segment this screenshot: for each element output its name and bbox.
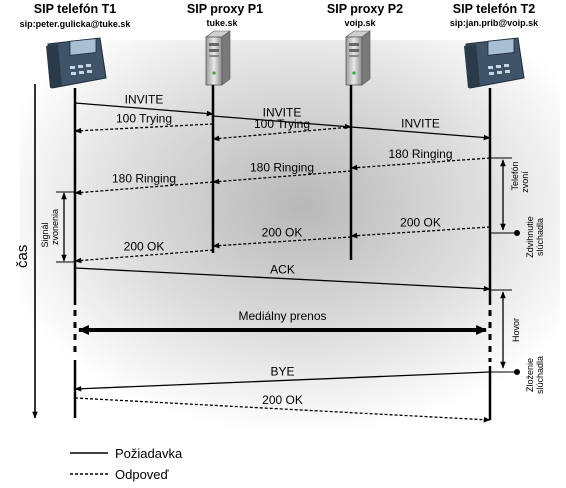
legend: Požiadavka Odpoveď xyxy=(70,446,183,482)
message-label: Mediálny prenos xyxy=(238,309,326,323)
call-label: Hovor xyxy=(511,318,521,342)
message-label: INVITE xyxy=(263,106,302,120)
phone-ringing-bracket xyxy=(490,157,520,236)
request-arrow xyxy=(74,267,491,292)
message-label: 200 OK xyxy=(262,393,303,407)
response-arrow xyxy=(212,170,352,185)
ringing-signal-bracket xyxy=(56,191,75,263)
response-arrow xyxy=(350,157,491,171)
hangup-label-2: slúchadla xyxy=(535,356,545,394)
legend-request-label: Požiadavka xyxy=(115,446,183,461)
message-label: 100 Trying xyxy=(116,112,172,126)
server-icon xyxy=(345,30,371,86)
message-label: 180 Ringing xyxy=(250,161,314,175)
message-label: INVITE xyxy=(401,117,440,131)
request-arrow xyxy=(74,371,491,392)
entity-title-t2: SIP telefón T2 xyxy=(453,2,535,16)
server-icon xyxy=(205,30,231,86)
phone-ringing-label-2: zvoní xyxy=(520,171,530,193)
pickup-label-1: Zdvihnutie xyxy=(525,216,535,258)
message-label: 200 OK xyxy=(400,216,441,230)
response-arrow xyxy=(74,181,214,196)
request-arrow xyxy=(212,115,352,130)
message-label: 180 Ringing xyxy=(112,172,176,186)
response-arrow xyxy=(212,126,352,142)
response-arrow xyxy=(74,123,214,134)
message-label: INVITE xyxy=(125,93,164,107)
entity-title-t1: SIP telefón T1 xyxy=(34,2,116,16)
hangup-label-1: Zloženie xyxy=(525,358,535,392)
ip-phone-icon xyxy=(46,37,107,89)
response-arrow xyxy=(350,226,491,239)
message-label: 100 Trying xyxy=(254,117,310,131)
ringing-signal-label-1: Signál xyxy=(40,222,50,247)
phone-ringing-label-1: Telefón xyxy=(510,161,520,190)
message-label: 200 OK xyxy=(262,226,303,240)
message-label: 180 Ringing xyxy=(388,147,452,161)
entity-address-p2: voip.sk xyxy=(344,18,376,28)
entity-address-p1: tuke.sk xyxy=(206,18,238,28)
request-arrow xyxy=(74,102,214,117)
call-duration-bracket xyxy=(490,289,520,375)
entity-address-t2: sip:jan.prib@voip.sk xyxy=(450,18,539,28)
ip-phone-icon xyxy=(464,37,525,89)
request-arrow xyxy=(350,126,491,141)
response-arrow xyxy=(74,249,214,264)
entity-title-p2: SIP proxy P2 xyxy=(327,2,403,16)
ringing-signal-label-2: zvonenia xyxy=(50,209,60,245)
message-label: BYE xyxy=(270,365,294,379)
message-label: 200 OK xyxy=(124,240,165,254)
entity-title-p1: SIP proxy P1 xyxy=(187,2,263,16)
response-arrow xyxy=(74,397,491,423)
message-label: ACK xyxy=(270,263,295,277)
legend-response-label: Odpoveď xyxy=(115,467,170,482)
response-arrow xyxy=(212,236,352,249)
entity-address-t1: sip:peter.gulicka@tuke.sk xyxy=(20,19,132,29)
pickup-label-2: slúchadla xyxy=(535,218,545,256)
time-axis-label: čas xyxy=(14,245,31,268)
